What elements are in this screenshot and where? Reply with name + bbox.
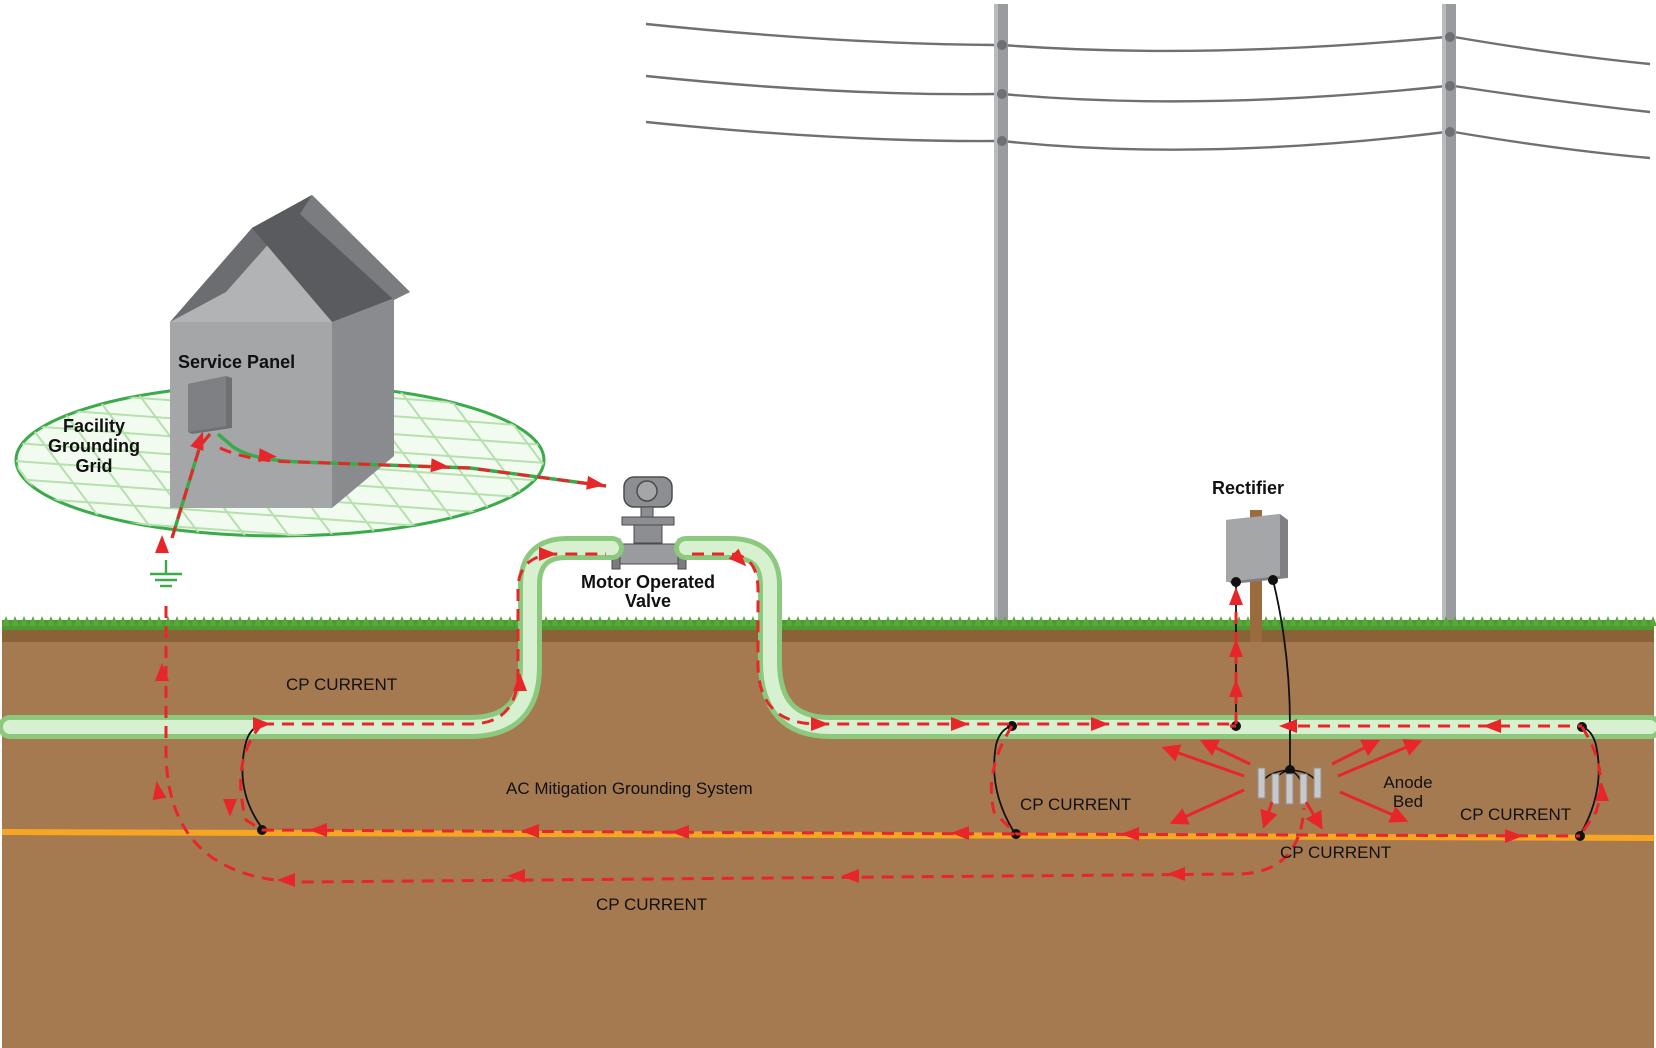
svg-text:Motor Operated: Motor Operated	[581, 572, 715, 592]
svg-text:Facility: Facility	[63, 416, 125, 436]
rectifier	[1226, 510, 1288, 642]
current-arrowhead	[671, 825, 689, 839]
current-arrowhead	[521, 824, 539, 838]
current-arrowhead	[258, 448, 277, 463]
current-arrowhead	[1229, 587, 1243, 605]
anode-bed	[1257, 767, 1322, 805]
ac-mitigation-wire	[1, 829, 1655, 841]
current-arrowheads	[152, 431, 1609, 887]
service-panel-label: Service Panel	[178, 352, 295, 372]
svg-text:Grid: Grid	[75, 456, 112, 476]
facility-grounding-grid-label: Facility Grounding Grid	[48, 416, 140, 476]
rectifier-label: Rectifier	[1212, 478, 1284, 498]
current-arrowhead	[1091, 717, 1109, 731]
current-arrowhead	[1167, 867, 1185, 881]
grass-strip	[2, 616, 1656, 630]
current-arrowhead	[951, 826, 969, 840]
cp-current-label-bottom: CP CURRENT	[596, 895, 707, 914]
current-arrowhead	[1483, 719, 1501, 733]
ac-mitigation-label: AC Mitigation Grounding System	[506, 779, 753, 798]
anode-radiating-arrows	[1161, 739, 1423, 830]
current-arrowhead	[1229, 639, 1243, 657]
svg-text:Grounding: Grounding	[48, 436, 140, 456]
svg-text:Anode: Anode	[1383, 773, 1432, 792]
current-arrowhead	[253, 717, 271, 731]
motor-operated-valve-label: Motor Operated Valve	[581, 572, 715, 611]
current-arrowhead	[586, 475, 605, 490]
current-arrowhead	[728, 548, 747, 567]
current-arrowhead	[277, 873, 295, 887]
overhead-power-lines	[645, 22, 1651, 160]
current-arrowhead	[539, 547, 557, 561]
line-insulators	[997, 32, 1455, 146]
current-arrowhead	[155, 535, 169, 553]
current-arrowhead	[152, 781, 167, 801]
current-arrowhead	[811, 717, 829, 731]
current-arrowhead	[430, 458, 449, 473]
motor-operated-valve	[611, 476, 687, 570]
current-arrowhead	[1279, 719, 1297, 733]
current-arrowhead	[155, 663, 169, 681]
utility-pole-right	[1442, 4, 1456, 646]
cp-current-label-right: CP CURRENT	[1460, 805, 1571, 824]
current-arrowhead	[1505, 829, 1523, 843]
current-arrowhead	[1595, 783, 1609, 801]
current-arrowhead	[309, 823, 327, 837]
current-arrowhead	[223, 799, 237, 817]
current-arrowhead	[1229, 679, 1243, 697]
cp-current-label-pipe: CP CURRENT	[286, 675, 397, 694]
current-arrowhead	[951, 717, 969, 731]
service-panel-box	[188, 376, 232, 434]
current-arrowhead	[507, 869, 525, 883]
cp-current-label-mid: CP CURRENT	[1020, 795, 1131, 814]
current-arrowhead	[190, 431, 204, 451]
cp-current-label-anode: CP CURRENT	[1280, 843, 1391, 862]
ground-icon	[150, 560, 182, 588]
svg-text:Bed: Bed	[1393, 792, 1423, 811]
current-arrowhead	[1121, 827, 1139, 841]
current-arrowhead	[513, 673, 527, 691]
utility-pole-left	[994, 4, 1008, 646]
anode-icon	[1257, 767, 1266, 799]
svg-text:Valve: Valve	[625, 591, 671, 611]
anode-bed-label: Anode Bed	[1383, 773, 1432, 811]
current-arrowhead	[841, 869, 859, 883]
